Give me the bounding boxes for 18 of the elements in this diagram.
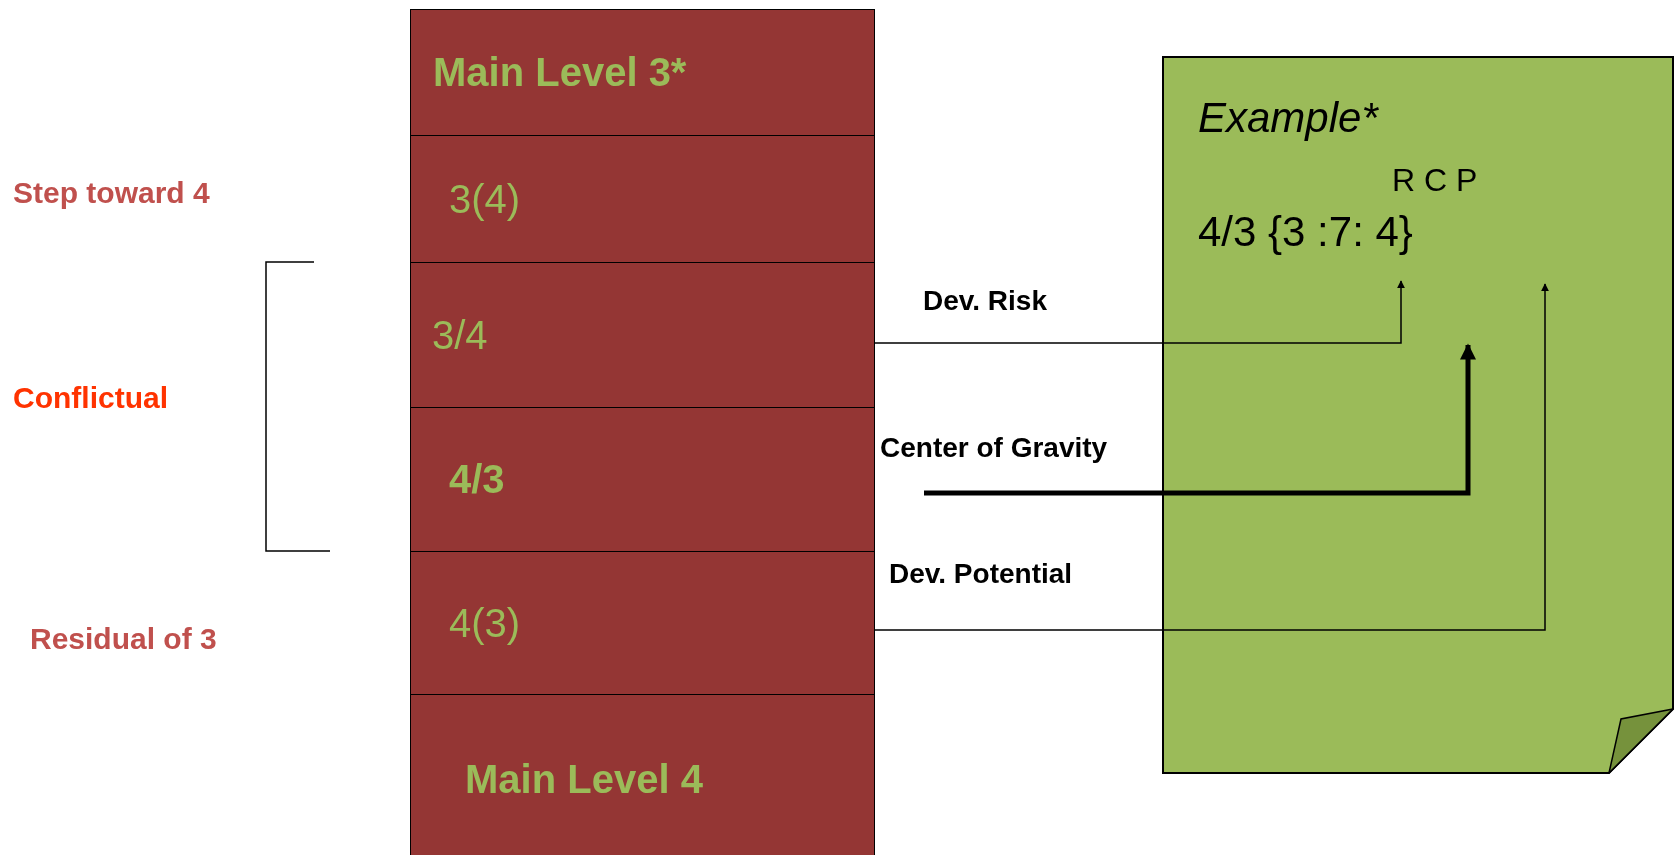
column-letters: R C P <box>1392 162 1478 199</box>
example-heading: Example* <box>1198 94 1378 142</box>
arrow <box>874 280 1405 344</box>
side-label: Conflictual <box>13 381 168 415</box>
arrow <box>924 343 1476 496</box>
level-cell: 4/3 <box>410 407 875 552</box>
side-label: Step toward 4 <box>13 176 210 210</box>
edge-label: Dev. Risk <box>923 285 1047 317</box>
edge-label: Dev. Potential <box>889 558 1073 590</box>
example-formula: 4/3 {3 :7: 4} <box>1198 208 1413 256</box>
arrow-label: Center of Gravity <box>880 432 1108 464</box>
level-cell: Main Level 3* <box>410 9 875 136</box>
level-cell: 3/4 <box>410 262 875 408</box>
level-cell: 4(3) <box>410 551 875 695</box>
side-label: Residual of 3 <box>30 622 217 656</box>
arrow <box>874 283 1549 631</box>
level-cell: 3(4) <box>410 135 875 263</box>
level-cell: Main Level 4 <box>410 694 875 855</box>
